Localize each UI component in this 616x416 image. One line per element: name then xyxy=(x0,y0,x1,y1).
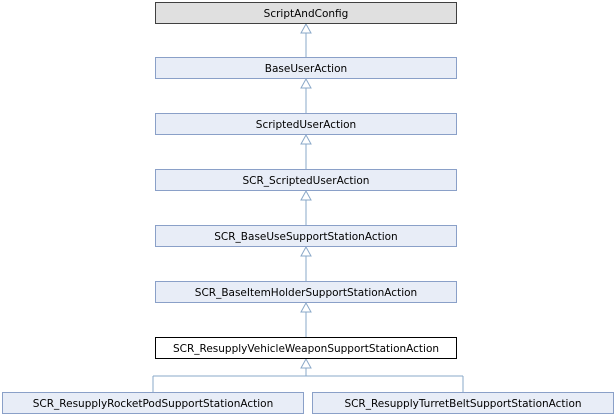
arrowhead-icon xyxy=(300,245,312,257)
class-node-box xyxy=(155,2,457,24)
arrowhead-icon xyxy=(300,357,312,369)
class-node-box xyxy=(155,337,457,359)
class-node-box xyxy=(155,57,457,79)
class-node-base-user-action[interactable]: BaseUserAction xyxy=(155,57,457,79)
class-node-box xyxy=(312,392,614,414)
class-node-label: SCR_ResupplyTurretBeltSupportStationActi… xyxy=(344,398,581,410)
class-node-scr-base-use-support-station-action[interactable]: SCR_BaseUseSupportStationAction xyxy=(155,225,457,247)
class-node-box xyxy=(2,392,304,414)
class-node-scr-base-item-holder-support-station-action[interactable]: SCR_BaseItemHolderSupportStationAction xyxy=(155,281,457,303)
arrowhead-icon xyxy=(300,22,312,34)
arrowhead-icon xyxy=(300,189,312,201)
arrowhead-icon xyxy=(300,301,312,313)
class-node-label: BaseUserAction xyxy=(265,63,347,75)
class-node-script-and-config[interactable]: ScriptAndConfig xyxy=(155,2,457,24)
class-node-label: SCR_ResupplyVehicleWeaponSupportStationA… xyxy=(173,343,439,355)
class-node-box xyxy=(155,281,457,303)
class-node-label: SCR_BaseUseSupportStationAction xyxy=(214,231,397,243)
class-node-scripted-user-action[interactable]: ScriptedUserAction xyxy=(155,113,457,135)
arrowhead-icon xyxy=(300,133,312,145)
class-node-box xyxy=(155,225,457,247)
class-node-scr-resupply-turret-belt-support-station-action[interactable]: SCR_ResupplyTurretBeltSupportStationActi… xyxy=(312,392,614,414)
class-node-label: ScriptedUserAction xyxy=(256,119,356,131)
class-node-box xyxy=(155,169,457,191)
class-node-scr-resupply-rocket-pod-support-station-action[interactable]: SCR_ResupplyRocketPodSupportStationActio… xyxy=(2,392,304,414)
class-node-scr-resupply-vehicle-weapon-support-station-action[interactable]: SCR_ResupplyVehicleWeaponSupportStationA… xyxy=(155,337,457,359)
edges-layer xyxy=(152,22,464,392)
arrowhead-icon xyxy=(300,77,312,89)
class-node-label: SCR_ResupplyRocketPodSupportStationActio… xyxy=(33,398,274,410)
class-node-label: SCR_BaseItemHolderSupportStationAction xyxy=(195,287,417,299)
class-node-box xyxy=(155,113,457,135)
class-node-label: SCR_ScriptedUserAction xyxy=(243,175,370,187)
class-node-scr-scripted-user-action[interactable]: SCR_ScriptedUserAction xyxy=(155,169,457,191)
class-node-label: ScriptAndConfig xyxy=(264,8,349,20)
